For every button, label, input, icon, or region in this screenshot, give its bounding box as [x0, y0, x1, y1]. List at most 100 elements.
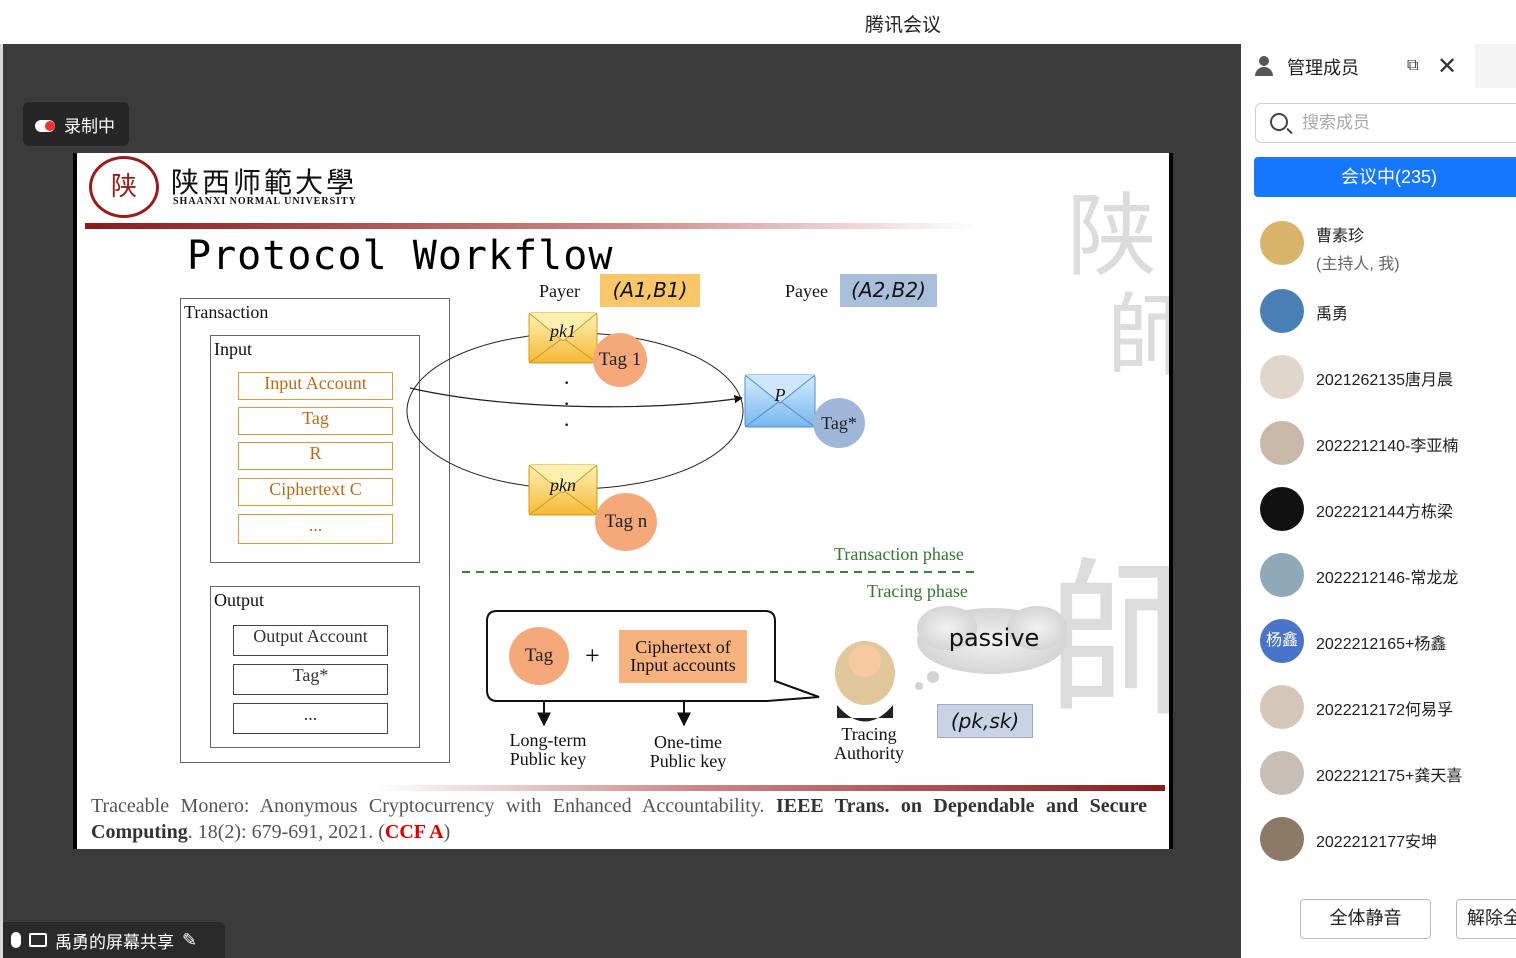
thought-cloud [915, 606, 1067, 690]
avatar-initials: 杨鑫 [1265, 632, 1298, 649]
member-row[interactable]: 2022212172何易孚 [1241, 674, 1516, 740]
one-time-key-label: One-time Public key [643, 733, 733, 771]
output-field: ... [233, 703, 388, 734]
members-panel: 管理成员 ⧉ ✕ 会议中(235) 曹素珍 (主持人, 我) 禹勇 202126213… [1241, 44, 1516, 958]
ellipsis-dot: · [563, 370, 571, 395]
window-title: 腾讯会议 [864, 15, 941, 36]
ciphertext-line: Ciphertext of [635, 637, 731, 657]
member-row[interactable]: 2022212177安坤 [1241, 806, 1516, 872]
watermark-char: 師 [1047, 543, 1169, 741]
pk-sk-box: (pk,sk) [937, 704, 1033, 738]
recording-indicator[interactable]: 录制中 [23, 102, 129, 146]
share-label: 禹勇的屏幕共享 [55, 932, 174, 952]
member-name: 2022212146-常龙龙 [1316, 570, 1459, 587]
screen-share-bar[interactable]: 禹勇的屏幕共享 ✎ [3, 922, 225, 958]
member-row[interactable]: 2022212144方栋梁 [1241, 476, 1516, 542]
citation-venue: IEEE Trans. on Dependable and Secure Com… [91, 795, 1147, 843]
label-line: Public key [509, 749, 587, 769]
recording-label: 录制中 [64, 116, 115, 136]
transaction-label: Transaction [184, 302, 269, 322]
payee-label: Payee [785, 281, 828, 301]
avatar [1260, 221, 1304, 265]
citation-ccf: CCF A [384, 821, 444, 843]
watermark-char: 師 [1107, 284, 1169, 389]
member-row[interactable]: 禹勇 [1241, 278, 1516, 344]
member-search-input[interactable] [1302, 110, 1502, 136]
tracing-phase-label: Tracing phase [867, 581, 968, 601]
watermark-char: 陕 [1067, 184, 1157, 289]
avatar [1260, 553, 1304, 597]
member-name: 2022212175+龚天喜 [1316, 768, 1463, 785]
citation-close: ) [443, 821, 451, 843]
envelope-label-p: P [774, 385, 786, 405]
footer-rule [377, 785, 1165, 791]
avatar [1260, 289, 1304, 333]
payee-keys: (A2,B2) [840, 274, 937, 307]
label-line: One-time [654, 732, 722, 752]
header-side-block [1475, 44, 1516, 88]
citation-details: . 18(2): 679-691, 2021. ( [187, 821, 385, 843]
payer-label: Payer [539, 281, 580, 301]
close-icon[interactable]: ✕ [1437, 53, 1458, 80]
member-name: 曹素珍 [1316, 228, 1365, 245]
member-row[interactable]: 2022212146-常龙龙 [1241, 542, 1516, 608]
member-role: (主持人, 我) [1316, 256, 1400, 273]
popout-icon[interactable]: ⧉ [1407, 57, 1419, 74]
label-line: Tracing [841, 724, 897, 744]
citation-title: Traceable Monero: Anonymous Cryptocurren… [91, 795, 765, 817]
input-label: Input [214, 339, 252, 359]
avatar [1260, 685, 1304, 729]
slide-title: Protocol Workflow [187, 233, 614, 279]
tag-1-bubble: Tag 1 [593, 333, 647, 387]
input-field: R [238, 442, 393, 470]
avatar [1260, 817, 1304, 861]
member-name: 2021262135唐月晨 [1316, 372, 1453, 389]
tag-n-bubble: Tag n [595, 493, 657, 551]
member-name: 2022212140-李亚楠 [1316, 438, 1459, 455]
avatar [1260, 751, 1304, 795]
label-line: Authority [834, 743, 904, 763]
university-seal-logo: 陕 [89, 156, 159, 218]
envelope-icon [744, 374, 816, 428]
envelope-label-pkn: pkn [550, 475, 576, 495]
tracing-tag-bubble: Tag [509, 627, 569, 685]
members-panel-title: 管理成员 [1287, 58, 1359, 78]
meeting-stage: 录制中 陕 陕西师範大學 SHAANXI NORMAL UNIVERSITY 陕… [3, 44, 1241, 958]
members-panel-header: 管理成员 ⧉ ✕ [1241, 44, 1516, 88]
unmute-all-button[interactable]: 解除全 [1456, 899, 1516, 939]
microphone-icon [11, 932, 21, 948]
citation: Traceable Monero: Anonymous Cryptocurren… [91, 793, 1147, 845]
member-row[interactable]: 2022212175+龚天喜 [1241, 740, 1516, 806]
tab-in-meeting[interactable]: 会议中(235) [1254, 157, 1516, 197]
envelope-icon [528, 464, 598, 516]
member-row[interactable]: 2022212140-李亚楠 [1241, 410, 1516, 476]
window-titlebar: 腾讯会议 [0, 0, 1516, 44]
mute-all-button[interactable]: 全体静音 [1300, 899, 1431, 939]
pencil-icon[interactable]: ✎ [182, 929, 198, 950]
member-row[interactable]: 曹素珍 (主持人, 我) [1241, 210, 1516, 276]
ciphertext-line: Input accounts [630, 655, 736, 675]
avatar [1260, 487, 1304, 531]
long-term-key-label: Long-term Public key [506, 731, 590, 769]
input-field: Input Account [238, 372, 393, 400]
avatar [1260, 355, 1304, 399]
output-field: Tag* [233, 664, 388, 695]
ellipsis-dot: · [563, 412, 571, 437]
envelope-label-pk1: pk1 [550, 321, 576, 341]
transaction-phase-label: Transaction phase [834, 544, 964, 564]
member-name: 2022212172何易孚 [1316, 702, 1453, 719]
plus-sign: + [585, 641, 600, 670]
payer-keys: (A1,B1) [600, 274, 700, 307]
output-field: Output Account [233, 625, 388, 656]
tracing-authority-label: Tracing Authority [829, 725, 909, 763]
tag-star-bubble: Tag* [813, 398, 865, 448]
input-field: ... [238, 514, 393, 544]
members-icon [1255, 56, 1277, 76]
member-name: 禹勇 [1316, 306, 1349, 323]
avatar [1260, 421, 1304, 465]
member-search-box[interactable] [1255, 103, 1516, 143]
member-row[interactable]: 2021262135唐月晨 [1241, 344, 1516, 410]
input-field: Ciphertext C [238, 478, 393, 506]
presentation-slide: 陕 陕西师範大學 SHAANXI NORMAL UNIVERSITY 陕 師 師… [77, 153, 1169, 849]
